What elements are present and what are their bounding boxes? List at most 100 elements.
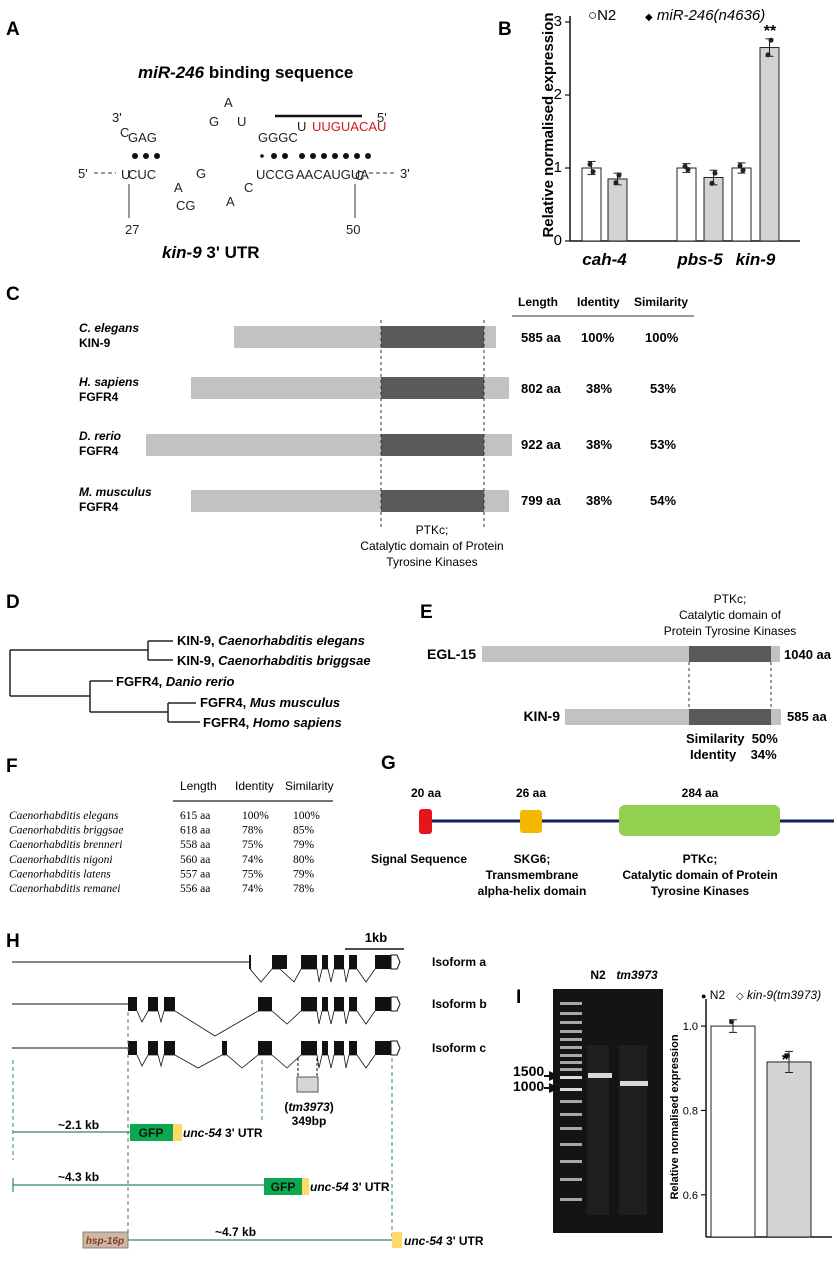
phylo-tree [9,640,200,723]
bar-control [710,1025,756,1238]
legend-mutant-symbol: ◆ [645,12,653,23]
b-ylabel: Relative normalised expression [540,12,557,237]
construct-1-distance: ~2.1 kb [58,1118,99,1132]
gel-band-mutant [620,1081,648,1086]
tree-leaf-3: FGFR4, Danio rerio [116,674,235,689]
c-identity-1: 100% [581,330,615,345]
construct-3-utr: unc-54 3' UTR [404,1234,484,1248]
ladder-band [560,1127,582,1130]
e-domain-caption-2: Catalytic domain of [679,608,782,622]
ladder-band [560,1061,582,1064]
panel-d: D KIN-9, Caenorhabditis elegans KIN-9, C… [6,592,371,730]
ladder-band [560,1160,582,1163]
construct-2-distance: ~4.3 kb [58,1170,99,1184]
g-tm-box [520,810,542,833]
panel-g: G 20 aa 26 aa 284 aa Signal Sequence SKG… [371,753,834,898]
e-kin9-domain [689,709,771,725]
f-similarity-2: 85% [293,825,315,837]
tree-leaf-4: FGFR4, Mus musculus [200,695,340,710]
f-header-similarity: Similarity [285,779,334,793]
e-kin9-length: 585 aa [787,709,828,724]
y-tick-label: 2 [554,86,562,103]
bottom-c2: C [355,168,364,183]
c-header-similarity: Similarity [634,295,688,309]
bottom-g: G [196,166,206,181]
construct-1: ~2.1 kb GFP unc-54 3' UTR [13,1118,263,1141]
c-protein-3: FGFR4 [79,444,119,458]
agarose-gel [553,989,663,1233]
ladder-band [560,1038,582,1041]
construct-2-utr: unc-54 3' UTR [310,1180,390,1194]
pairs-bottom-2: UCCG [256,167,294,182]
data-point [737,163,743,169]
panel-i: I N2 tm3973 1500 1000 ● N2 ◇ kin-9(tm397… [513,968,832,1238]
c-similarity-1: 100% [645,330,679,345]
f-header-identity: Identity [235,779,274,793]
f-length-3: 558 aa [180,839,210,851]
h-guide-lines [12,1012,393,1240]
f-length-1: 615 aa [180,810,210,822]
construct-1-gfp-label: GFP [139,1126,164,1140]
bottom-c1: C [244,180,253,195]
f-header-length: Length [180,779,217,793]
mirna-title-rest: binding sequence [204,63,353,82]
c-identity-3: 38% [586,437,612,452]
panel-b: B ○N2 ◆ miR-246(n4636) Relative normalis… [498,7,800,269]
data-point [613,180,619,186]
f-identity-3: 75% [242,839,264,851]
i-ylabel: Relative normalised expression [669,1034,681,1199]
g-ptk-caption-1: PTKc; [683,852,718,866]
utr-5prime: 5' [78,166,88,181]
f-similarity-1: 100% [293,810,320,822]
ladder-band [560,1030,582,1033]
bar-mutant [766,1061,812,1238]
g-tm-caption-1: SKG6; [514,852,551,866]
arrow-1000 [549,1083,560,1093]
construct-3: hsp-16p ~4.7 kb unc-54 3' UTR [82,1225,484,1249]
c-row-2: H. sapiens FGFR4 802 aa 38% 53% [79,375,676,404]
c-length-2: 802 aa [521,381,562,396]
construct-2-gfp [264,1178,302,1195]
construct-2-gfp-label: GFP [271,1180,296,1194]
ladder-band [560,1076,582,1079]
utr-3prime: 3' [400,166,410,181]
mirna-5prime: 5' [377,110,387,125]
isoform-a-label: Isoform a [432,955,486,969]
deletion-tm3973 [296,1058,319,1093]
utr-connectors [94,172,394,218]
y-tick-label: 1.0 [683,1021,698,1033]
chart-i: 0.60.81.0 [683,999,832,1238]
utr-caption-gene: kin-9 [162,243,202,262]
y-tick-label: 0 [554,232,562,249]
c-domain-1 [381,326,484,348]
e-domain-caption-1: PTKc; [714,592,747,606]
c-domain-caption-3: Tyrosine Kinases [386,555,477,569]
seed-sequence: UUGUACAU [312,119,386,134]
ladder-band [560,1068,582,1071]
c-length-3: 922 aa [521,437,562,452]
top-a1: A [224,95,233,110]
arrow-1500 [549,1071,560,1081]
panel-a-label: A [6,19,20,40]
x-category-label: kin-9 [736,250,776,269]
f-similarity-4: 80% [293,854,315,866]
deletion-size: 349bp [292,1114,327,1128]
g-ptk-caption-3: Tyrosine Kinases [651,884,750,898]
f-identity-6: 74% [242,883,264,895]
bar-control [731,167,752,242]
g-size-signal: 20 aa [411,786,441,800]
ladder-band [560,1143,582,1146]
data-point [616,172,622,178]
panel-i-label: I [516,987,521,1008]
mirna-title-gene: miR-246 [138,63,205,82]
c-identity-4: 38% [586,493,612,508]
panel-a: A miR-246 binding sequence 3' A G U C GA… [6,19,410,262]
data-point [685,166,691,172]
c-header-length: Length [518,295,558,309]
f-species-4: Caenorhabditis nigoni [9,854,113,866]
bar-control [676,167,697,242]
g-ptk-box [619,805,780,836]
construct-2: ~4.3 kb GFP unc-54 3' UTR [12,1170,390,1195]
